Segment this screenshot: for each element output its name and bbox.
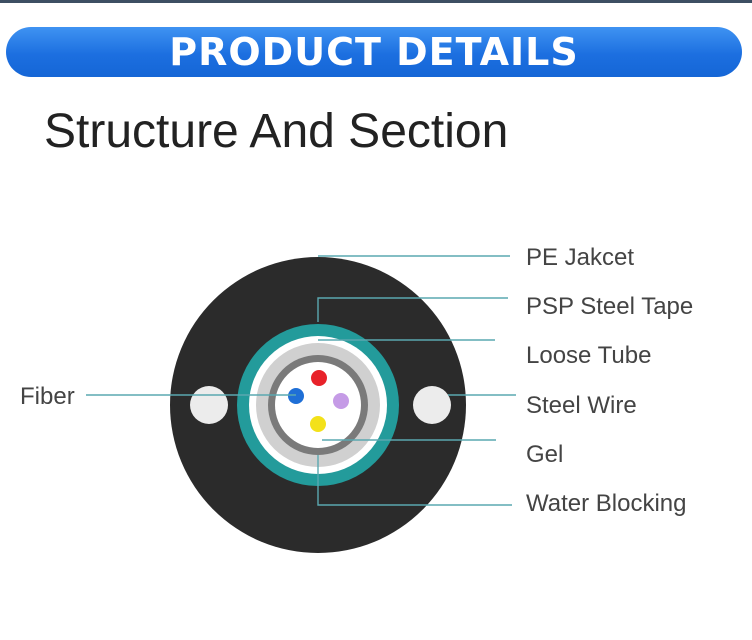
label-loose-tube: Loose Tube xyxy=(526,342,651,369)
fiber-red xyxy=(311,370,327,386)
label-steel-wire: Steel Wire xyxy=(526,392,637,419)
label-gel: Gel xyxy=(526,441,563,468)
product-details-banner: PRODUCT DETAILS xyxy=(6,27,742,77)
label-water-blocking: Water Blocking xyxy=(526,490,687,517)
leader-lines xyxy=(86,255,516,506)
fiber-purple xyxy=(333,393,349,409)
label-psp-steel-tape: PSP Steel Tape xyxy=(526,293,693,320)
banner-title: PRODUCT DETAILS xyxy=(169,30,579,74)
section-title: Structure And Section xyxy=(44,105,509,158)
label-pe-jacket: PE Jakcet xyxy=(526,244,634,271)
top-border xyxy=(0,0,752,3)
leader-water-blocking xyxy=(317,455,512,506)
gel-core xyxy=(275,362,361,448)
label-fiber: Fiber xyxy=(20,383,75,410)
fiber-blue xyxy=(288,388,304,404)
leader-psp-steel-tape xyxy=(317,297,508,322)
steel-wire-right xyxy=(413,386,451,424)
steel-wire-left xyxy=(190,386,228,424)
fiber-yellow xyxy=(310,416,326,432)
